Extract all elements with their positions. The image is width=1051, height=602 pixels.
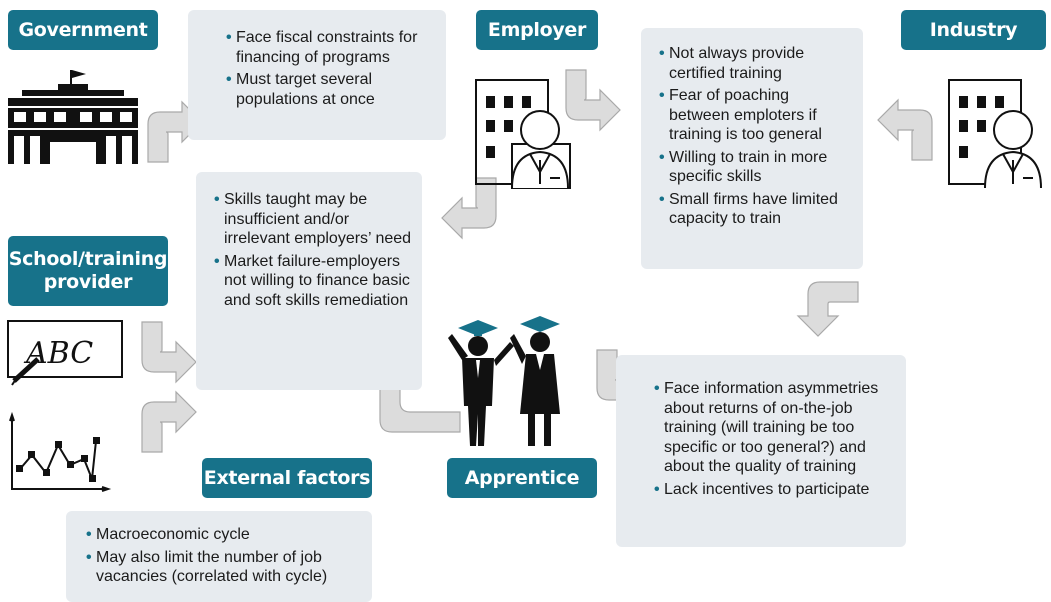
box-external: Macroeconomic cycle May also limit the n… [66,511,372,602]
list-item: Market failure-employers not willing to … [214,252,412,311]
tag-industry: Industry [901,10,1046,50]
tag-external: External factors [202,458,372,498]
graduates-icon [448,316,560,446]
list-item: Face information asymmetries about retur… [654,379,896,477]
list-item: Lack incentives to participate [654,480,896,500]
industry-office-person-icon [948,79,1042,189]
list-item: Must target several populations at once [226,70,432,109]
box-school: Skills taught may be insufficient and/or… [196,172,422,390]
box-government: Face fiscal constraints for financing of… [188,10,446,140]
list-item: Not always provide certified training [659,44,853,83]
list-item: Macroeconomic cycle [86,525,362,545]
line-chart-icon [9,411,112,492]
tag-employer: Employer [476,10,598,50]
tag-school: School/training provider [8,236,168,306]
box-employer: Not always provide certified training Fe… [641,28,863,269]
list-item: Face fiscal constraints for financing of… [226,28,432,67]
abc-writing-board-icon: ABC [7,320,123,386]
tag-government: Government [8,10,158,50]
government-building-icon [8,70,138,164]
box-apprentice: Face information asymmetries about retur… [616,355,906,547]
employer-office-person-icon [475,79,571,189]
list-item: Skills taught may be insufficient and/or… [214,190,412,249]
tag-apprentice: Apprentice [447,458,597,498]
list-item: Small firms have limited capacity to tra… [659,190,853,229]
list-item: Willing to train in more specific skills [659,148,853,187]
arrow-employer-to-apprentice [796,281,859,337]
list-item: Fear of poaching between emploters if tr… [659,86,853,145]
list-item: May also limit the number of job vacanci… [86,548,362,587]
